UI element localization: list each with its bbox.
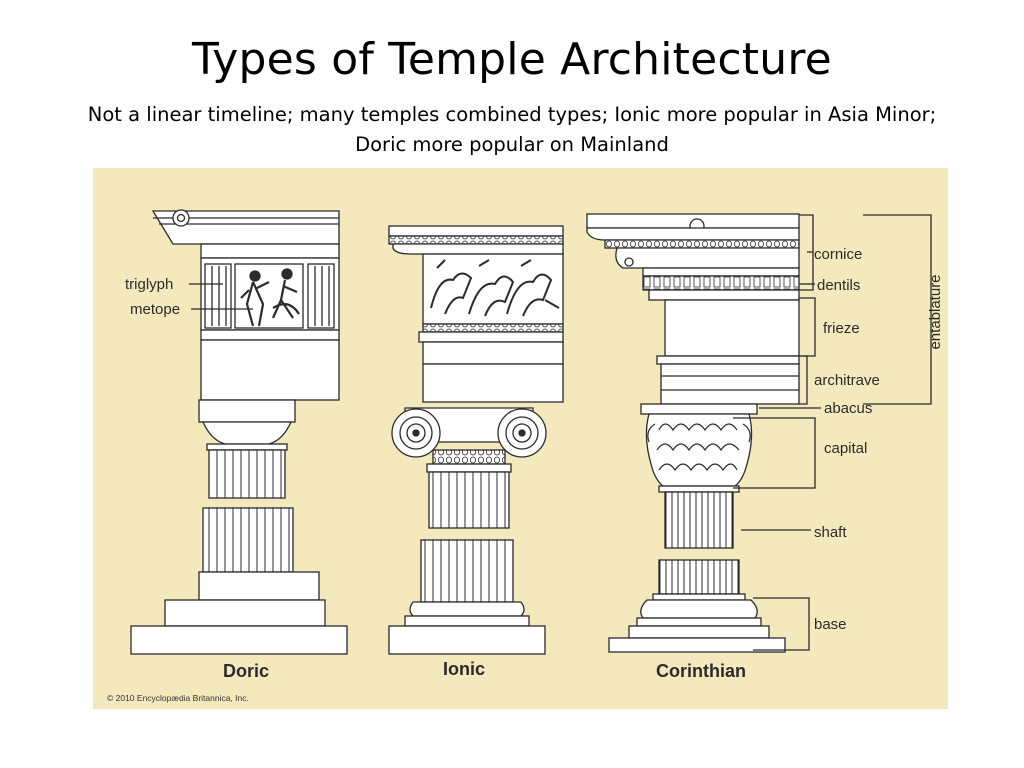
doric-step-3 [130, 625, 348, 655]
copyright-notice: © 2010 Encyclopædia Britannica, Inc. [107, 693, 249, 703]
ionic-frieze [422, 253, 564, 325]
label-dentils: dentils [817, 277, 860, 294]
ionic-shaft-lower [420, 539, 514, 603]
label-doric: Doric [223, 661, 269, 681]
slide-subtitle: Not a linear timeline; many temples comb… [87, 103, 937, 156]
doric-shaft-upper [208, 449, 286, 499]
label-corinthian: Corinthian [656, 661, 746, 681]
label-architrave: architrave [814, 372, 880, 389]
doric-step-2 [164, 599, 326, 627]
corinthian-base [640, 599, 758, 619]
ionic-shaft-upper [428, 471, 510, 529]
label-leaders [189, 214, 932, 651]
label-shaft: shaft [814, 524, 847, 541]
entablature-bracket [863, 214, 932, 405]
doric-shaft-lower [202, 507, 294, 573]
label-entablature: entablature [927, 274, 944, 349]
corinthian-frieze [664, 299, 800, 357]
corinthian-shaft-upper [664, 491, 734, 549]
doric-abacus [198, 399, 296, 423]
triglyphs [204, 263, 335, 329]
label-triglyph: triglyph [125, 276, 173, 293]
doric-column [130, 209, 348, 655]
label-cornice: cornice [814, 246, 862, 263]
doric-step-1 [198, 571, 320, 601]
corinthian-abacus [640, 403, 758, 415]
slide-title: Types of Temple Architecture [192, 34, 832, 85]
ionic-horse-relief [430, 259, 560, 317]
label-metope: metope [130, 301, 180, 318]
acanthus-leaves [647, 423, 751, 472]
label-ionic: Ionic [443, 659, 485, 679]
label-base: base [814, 616, 847, 633]
label-frieze: frieze [823, 320, 860, 337]
doric-architrave [200, 339, 340, 401]
corinthian-dentils [642, 275, 800, 291]
ionic-architrave [422, 363, 564, 403]
label-capital: capital [824, 440, 867, 457]
doric-echinus [201, 421, 293, 445]
corinthian-column [586, 213, 800, 653]
column-orders-diagram: triglyph metope cornice dentils frieze a… [107, 209, 944, 703]
corinthian-architrave [660, 363, 800, 405]
label-abacus: abacus [824, 400, 872, 417]
metope-relief [234, 263, 304, 329]
ionic-base [409, 601, 525, 617]
ionic-column [388, 225, 564, 655]
corinthian-shaft-lower [658, 559, 740, 595]
